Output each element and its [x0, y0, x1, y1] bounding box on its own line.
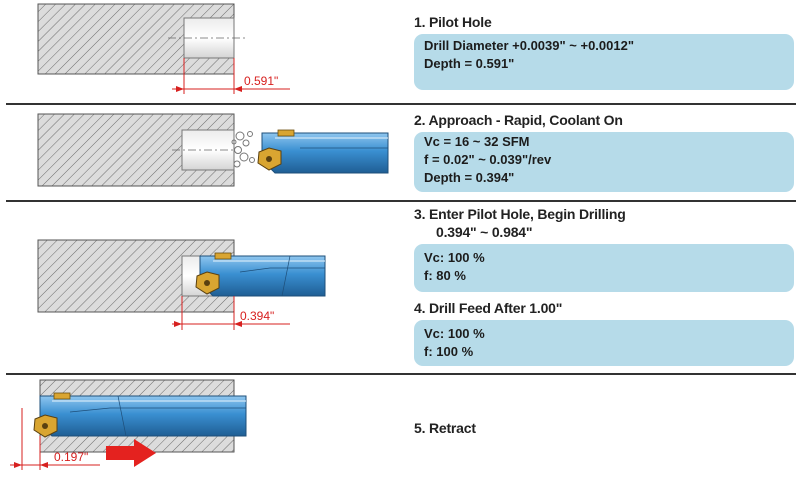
drill-tool-3 [195, 252, 326, 297]
step4-box: Vc: 100 % f: 100 % [414, 320, 794, 366]
dimension-retract-offset: 0.197" [54, 450, 88, 464]
dimension-enter-depth: 0.394" [240, 309, 274, 323]
drill-tool-5 [33, 392, 247, 438]
retract-arrow [106, 439, 156, 467]
step2-illustration [37, 113, 389, 187]
step1-title: 1. Pilot Hole [414, 14, 492, 30]
step3-title: 3. Enter Pilot Hole, Begin Drilling [414, 206, 626, 222]
dimension-pilot-depth: 0.591" [244, 74, 278, 88]
section-divider-3 [6, 373, 796, 375]
step4-line-2: f: 100 % [424, 344, 474, 359]
drill-tool-2 [257, 129, 389, 174]
step3-line-2: f: 80 % [424, 268, 466, 283]
section-divider-2 [6, 200, 796, 202]
coolant-spray [231, 131, 255, 168]
step4-title: 4. Drill Feed After 1.00" [414, 300, 563, 316]
step3-subtitle: 0.394" ~ 0.984" [436, 224, 533, 240]
step3-line-1: Vc: 100 % [424, 250, 485, 265]
step1-line-2: Depth = 0.591" [424, 56, 515, 71]
step3-box: Vc: 100 % f: 80 % [414, 244, 794, 292]
step5-illustration: 0.197" [10, 379, 247, 470]
step5-title: 5. Retract [414, 420, 476, 436]
step2-line-1: Vc = 16 ~ 32 SFM [424, 134, 530, 149]
step2-title: 2. Approach - Rapid, Coolant On [414, 112, 623, 128]
step2-box: Vc = 16 ~ 32 SFM f = 0.02" ~ 0.039"/rev … [414, 132, 794, 192]
step1-line-1: Drill Diameter +0.0039" ~ +0.0012" [424, 38, 634, 53]
section-divider-1 [6, 103, 796, 105]
step3-illustration: 0.394" [37, 239, 326, 330]
step2-line-3: Depth = 0.394" [424, 170, 515, 185]
pilot-hole-1 [183, 17, 235, 59]
step2-line-2: f = 0.02" ~ 0.039"/rev [424, 152, 552, 167]
step4-line-1: Vc: 100 % [424, 326, 485, 341]
step1-illustration: 0.591" [37, 3, 290, 94]
step1-box: Drill Diameter +0.0039" ~ +0.0012" Depth… [414, 34, 794, 90]
